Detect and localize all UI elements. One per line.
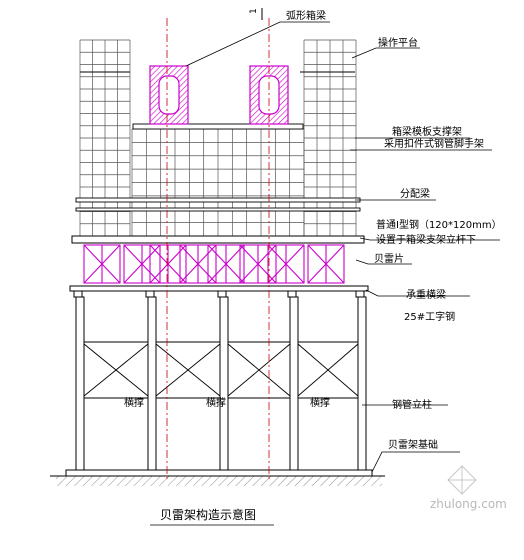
bailey-foundation-label: 贝雷架基础	[388, 438, 438, 451]
left-scaffold-tower	[79, 39, 131, 237]
bearing-beam-label-1: 承重横梁	[406, 288, 446, 301]
bearing-cross-beam	[69, 285, 369, 298]
box-girder-deck	[132, 123, 304, 130]
arc-box-beam-label: 弧形箱梁	[286, 9, 326, 22]
steel-pipe-columns	[75, 296, 367, 471]
steel-pipe-column	[357, 296, 367, 471]
section-marker-label: 1	[249, 8, 259, 14]
i-steel-label-2: 设置于箱梁支架立杆下	[376, 233, 476, 246]
steel-pipe-column	[219, 296, 229, 471]
box-beam-support-scaffold	[131, 128, 305, 237]
cross-brace-label-2: 横撑	[206, 396, 226, 409]
section-centerline	[166, 18, 270, 480]
i-steel-beam	[71, 235, 365, 244]
arc-box-beam-left	[149, 65, 189, 125]
i-steel-label-1: 普通I型钢（120*120mm）	[376, 218, 502, 231]
steel-pipe-column	[147, 296, 157, 471]
bearing-beam-label-2: 25#工字钢	[404, 310, 455, 323]
brace-diagonal	[227, 343, 291, 397]
watermark: zhulong.com	[430, 465, 507, 511]
brace-diagonal	[297, 343, 359, 397]
diagram-caption: 贝雷架构造示意图	[160, 507, 256, 522]
brace-diagonal	[83, 343, 149, 397]
bailey-piece-label: 贝雷片	[374, 252, 404, 265]
steel-pipe-column	[75, 296, 85, 471]
cross-brace-label-1: 横撑	[124, 396, 144, 409]
formwork-support-label-1: 箱梁模板支撑架	[392, 125, 462, 138]
steel-pipe-column	[289, 296, 299, 471]
watermark-text: zhulong.com	[430, 497, 507, 511]
steel-column-label: 钢管立柱	[392, 398, 432, 411]
distribution-beam-label: 分配梁	[400, 187, 430, 200]
leader-lines	[185, 21, 500, 473]
bailey-foundation	[50, 469, 385, 486]
operation-platform-label: 操作平台	[378, 36, 418, 49]
cross-braces	[83, 341, 359, 399]
right-scaffold-tower	[303, 39, 357, 237]
cross-brace-label-3: 横撑	[310, 396, 330, 409]
section-marker: 1	[249, 8, 263, 20]
bailey-pieces	[83, 244, 345, 284]
formwork-support-label-2: 采用扣件式钢管脚手架	[384, 137, 484, 150]
